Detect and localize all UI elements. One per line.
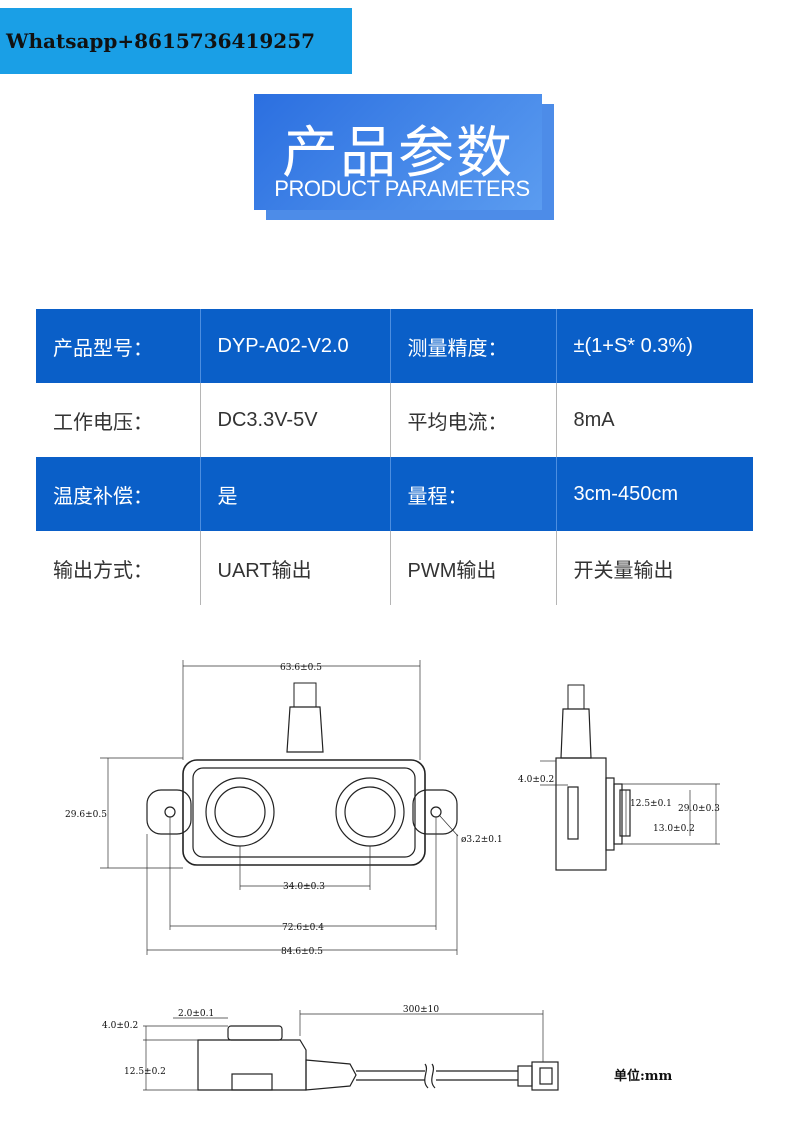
dim-width-top: 63.6±0.5 bbox=[280, 663, 322, 673]
spec-label: 温度补偿： bbox=[36, 457, 201, 531]
bottom-view bbox=[197, 1025, 559, 1091]
spec-label: 测量精度： bbox=[390, 309, 557, 383]
section-title-en: PRODUCT PARAMETERS bbox=[274, 176, 530, 201]
spec-label: 输出方式： bbox=[36, 531, 201, 605]
side-dimension-labels: 4.0±0.2 12.5±0.1 29.0±0.3 13.0±0.2 bbox=[518, 775, 720, 834]
spec-value: 是 bbox=[200, 457, 391, 531]
spec-table: 产品型号： DYP-A02-V2.0 测量精度： ±(1+S* 0.3%) 工作… bbox=[36, 309, 753, 605]
dim-hole-spacing: 72.6±0.4 bbox=[282, 923, 324, 933]
watermark-contact: Whatsapp+8615736419257 bbox=[0, 8, 352, 74]
spec-row: 工作电压： DC3.3V-5V 平均电流： 8mA bbox=[36, 383, 753, 457]
front-dimension-labels: 63.6±0.5 29.6±0.5 ø3.2±0.1 34.0±0.3 72.6… bbox=[65, 663, 503, 957]
side-dimensions bbox=[540, 760, 720, 845]
spec-value: 3cm-450cm bbox=[556, 457, 753, 531]
dim-side-height: 29.0±0.3 bbox=[678, 804, 720, 814]
spec-value: ±(1+S* 0.3%) bbox=[556, 309, 753, 383]
spec-value: UART输出 bbox=[200, 531, 391, 605]
spec-value: 开关量输出 bbox=[556, 531, 753, 605]
spec-row: 产品型号： DYP-A02-V2.0 测量精度： ±(1+S* 0.3%) bbox=[36, 309, 753, 383]
dim-side-inner2: 13.0±0.2 bbox=[653, 824, 695, 834]
section-title-box: 产品参数 PRODUCT PARAMETERS bbox=[254, 94, 542, 210]
dim-side-left: 4.0±0.2 bbox=[518, 775, 554, 785]
spec-row: 输出方式： UART输出 PWM输出 开关量输出 bbox=[36, 531, 753, 605]
dim-hole-dia: ø3.2±0.1 bbox=[461, 835, 503, 845]
front-view bbox=[146, 682, 458, 866]
dim-total-width: 84.6±0.5 bbox=[281, 947, 323, 957]
dim-sensor-spacing: 34.0±0.3 bbox=[283, 882, 325, 892]
spec-row: 温度补偿： 是 量程： 3cm-450cm bbox=[36, 457, 753, 531]
side-view bbox=[555, 684, 631, 871]
section-title-zh: 产品参数 bbox=[282, 121, 514, 186]
front-dimensions bbox=[100, 660, 459, 955]
unit-label: 单位:mm bbox=[614, 1069, 673, 1084]
spec-label: 产品型号： bbox=[36, 309, 201, 383]
dim-bottom-step: 2.0±0.1 bbox=[178, 1009, 214, 1019]
dim-bottom-left-top: 4.0±0.2 bbox=[102, 1021, 138, 1031]
spec-label: 量程： bbox=[390, 457, 557, 531]
spec-label: 工作电压： bbox=[36, 383, 201, 457]
spec-label: 平均电流： bbox=[390, 383, 557, 457]
dim-bottom-height: 12.5±0.2 bbox=[124, 1067, 166, 1077]
dim-side-inner: 12.5±0.1 bbox=[630, 799, 672, 809]
dim-height-left: 29.6±0.5 bbox=[65, 810, 107, 820]
dim-cable-length: 300±10 bbox=[403, 1005, 439, 1015]
spec-value: PWM输出 bbox=[390, 531, 557, 605]
dimension-drawing: 63.6±0.5 29.6±0.5 ø3.2±0.1 34.0±0.3 72.6… bbox=[65, 660, 720, 1091]
spec-value: DYP-A02-V2.0 bbox=[200, 309, 391, 383]
bottom-dimensions bbox=[143, 1010, 544, 1091]
spec-value: 8mA bbox=[556, 383, 753, 457]
spec-value: DC3.3V-5V bbox=[200, 383, 391, 457]
bottom-dimension-labels: 4.0±0.2 2.0±0.1 12.5±0.2 300±10 bbox=[102, 1005, 439, 1077]
